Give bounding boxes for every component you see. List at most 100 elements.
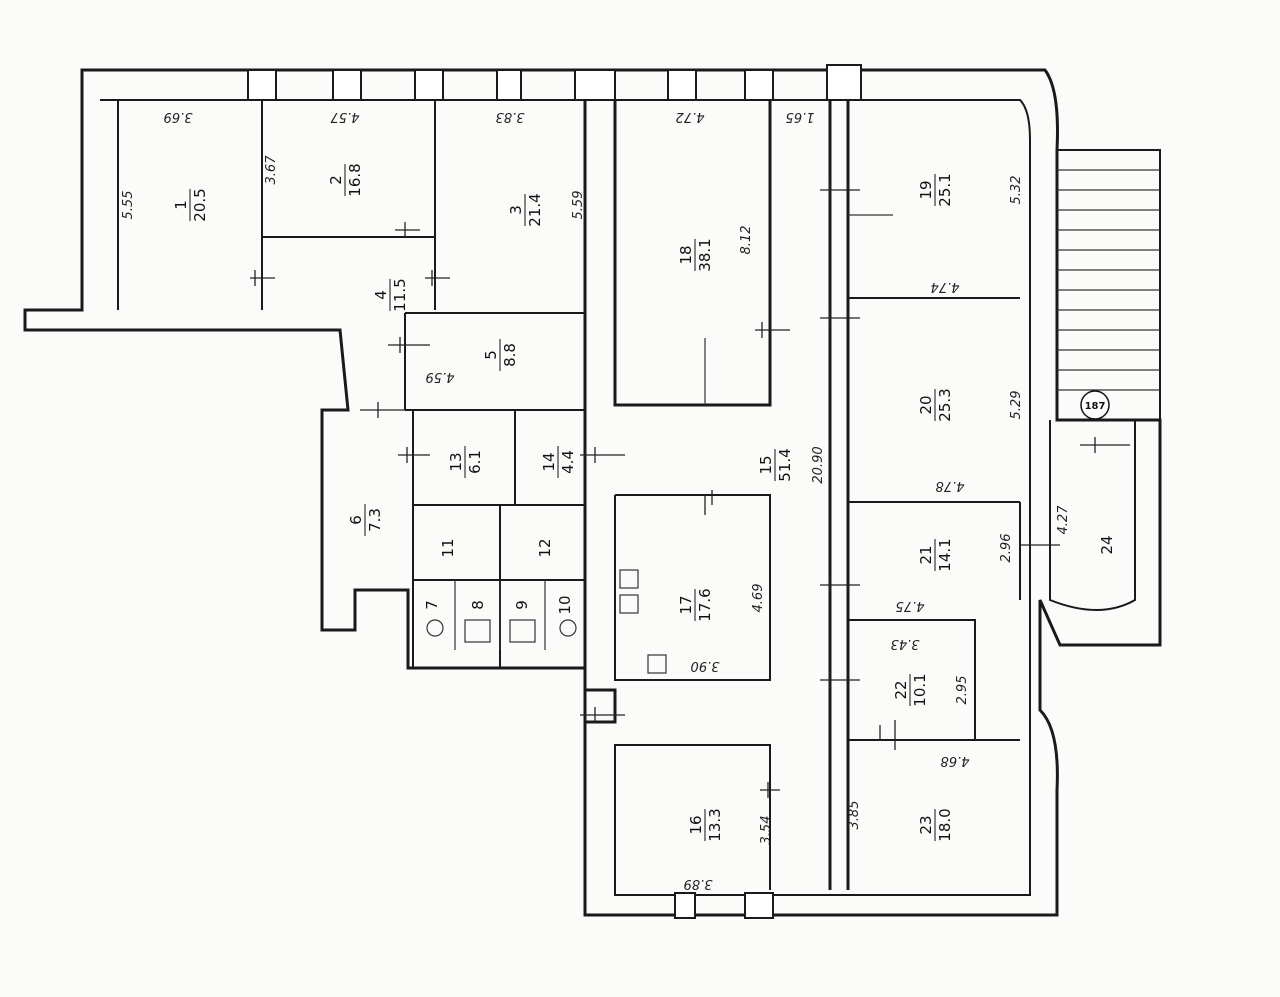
dimension-label: 4.59 [426,369,455,384]
dimension-label: 4.27 [1056,505,1071,535]
dimension-label: 4.68 [941,753,970,768]
dimension-label: 3.85 [847,801,862,830]
room-number: 23 [917,815,935,834]
room-area: 21.4 [526,193,544,226]
room-number: 17 [677,595,695,614]
dimension-label: 3.54 [759,816,774,845]
room-area: 11.5 [391,278,409,311]
room-area: 51.4 [776,448,794,481]
room-area: 25.3 [936,388,954,421]
interior-wall [413,505,585,668]
room-area: 16.8 [346,163,364,196]
window-pier [667,69,697,101]
room-number: 21 [917,545,935,564]
wc-partition [454,580,546,650]
room-24: 24 [1098,535,1116,554]
dimension-label: 4.78 [936,478,965,493]
interior-wall [848,297,1020,741]
interior-wall [404,312,585,411]
room-12: 12 [536,538,554,557]
dimension-label: 3.90 [691,658,720,673]
room-9: 9 [513,600,531,610]
room-number: 16 [687,815,705,834]
interior-wall [613,100,772,407]
dimension-label: 3.43 [891,636,920,651]
dimension-label: 8.12 [739,226,754,255]
dimension-label: 3.83 [496,109,525,124]
partition [704,214,893,405]
room-number: 8 [469,600,487,610]
dimension-label: 3.67 [264,155,279,185]
room-area: 17.6 [696,588,714,621]
window-pier [496,69,522,101]
room-number: 9 [513,600,531,610]
dimension-label: 4.74 [931,279,960,294]
window-pier [247,69,277,101]
room-number: 14 [540,452,558,471]
window-pier [414,69,444,101]
room-area: 10.1 [911,673,929,706]
dimension-label: 2.96 [999,534,1014,563]
outer-wall [23,68,1162,917]
room-number: 15 [757,455,775,474]
room-number: 5 [482,350,500,360]
interior-wall [615,744,771,890]
room-number: 22 [892,680,910,699]
dimension-label: 5.59 [571,191,586,220]
room-area: 7.3 [366,508,384,532]
room-area: 38.1 [696,238,714,271]
room-10: 10 [556,595,574,614]
dimension-label: 3.69 [164,109,193,124]
staircase [1056,149,1161,421]
room-number: 10 [556,595,574,614]
window-pier [332,69,362,101]
room-area: 13.3 [706,808,724,841]
room-number: 3 [507,205,525,215]
room-number: 12 [536,538,554,557]
room-number: 2 [327,175,345,185]
dimension-label: 4.57 [330,109,360,124]
sanitary-fixtures [426,569,667,674]
inner-outline [100,99,1031,896]
room-area: 18.0 [936,808,954,841]
room-area: 25.1 [936,173,954,206]
room-area: 4.4 [559,450,577,474]
room-number: 11 [439,538,457,557]
window-pier [574,69,616,101]
room-number: 13 [447,452,465,471]
dimension-label: 5.55 [121,191,136,220]
window-pier [826,64,862,101]
room-number: 6 [347,515,365,525]
room-7: 7 [423,600,441,610]
room-area: 20.5 [191,188,209,221]
room-number: 7 [423,600,441,610]
room-number: 4 [372,290,390,300]
dimension-label: 2.95 [955,676,970,705]
dimension-label: 1.65 [786,109,815,124]
window-pier [744,69,774,101]
room-number: 18 [677,245,695,264]
interior-wall [614,494,771,681]
room-number: 24 [1098,535,1116,554]
interior-wall [1019,420,1136,611]
window-pier [744,892,774,919]
dimension-label: 4.75 [896,598,925,613]
room-number: 19 [917,180,935,199]
marker-circle [1080,390,1110,420]
door-marks [250,182,1130,798]
room-area: 14.1 [936,538,954,571]
